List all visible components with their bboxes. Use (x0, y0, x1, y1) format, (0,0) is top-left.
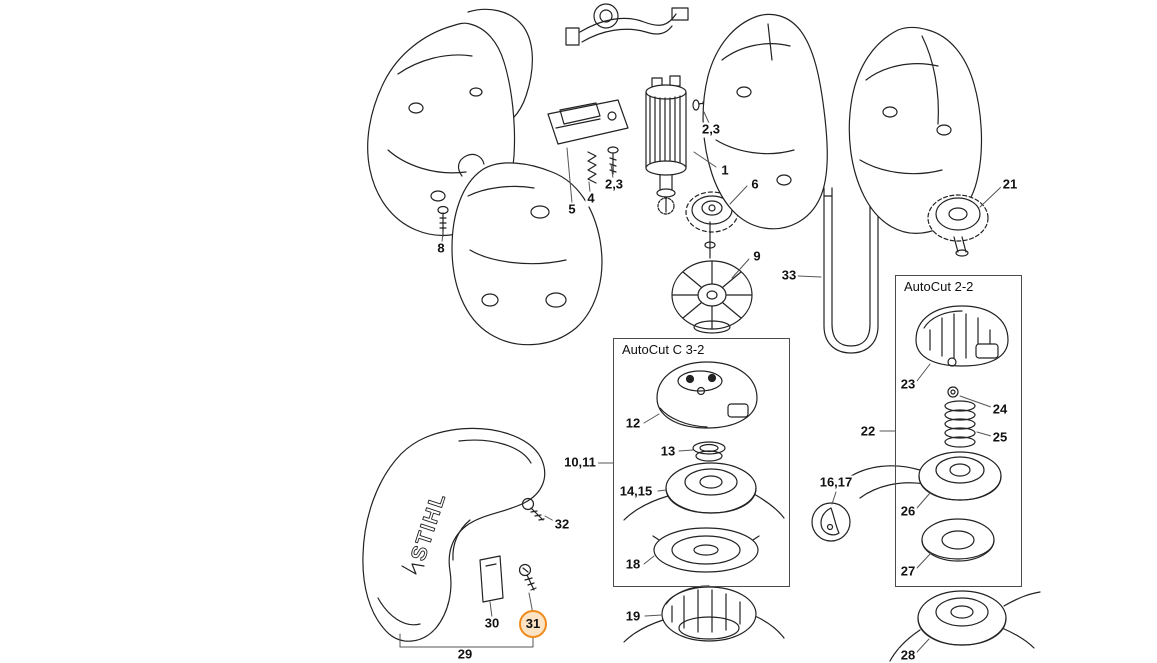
bracket-30-illustration (479, 555, 504, 603)
part-callout-23[interactable]: 23 (898, 376, 918, 393)
cover-18-illustration (652, 527, 760, 573)
mowing-head-19-illustration (623, 585, 785, 643)
wiring-harness-illustration (565, 3, 689, 46)
part-callout-6[interactable]: 6 (749, 176, 761, 193)
spool-27-illustration (921, 518, 995, 562)
spool-28-illustration (889, 590, 1041, 662)
mowing-head-cap-23-illustration (915, 305, 1009, 367)
part-callout-2-3[interactable]: 2,3 (602, 176, 626, 193)
spool-14-15-illustration (623, 462, 785, 521)
spring-4-illustration (587, 151, 597, 184)
part-callout-30[interactable]: 30 (482, 615, 502, 632)
part-callout-26[interactable]: 26 (898, 503, 918, 520)
part-callout-10-11[interactable]: 10,11 (562, 454, 598, 471)
part-callout-5[interactable]: 5 (566, 201, 578, 218)
part-callout-32[interactable]: 32 (552, 516, 572, 533)
part-callout-19[interactable]: 19 (623, 608, 643, 625)
screw-31-illustration (518, 563, 537, 591)
eyelet-24-illustration (947, 386, 959, 398)
part-callout-25[interactable]: 25 (990, 429, 1010, 446)
part-callout-22[interactable]: 22 (858, 423, 878, 440)
part-callout-14-15[interactable]: 14,15 (617, 483, 655, 500)
motor-housing-right-illustration (702, 13, 828, 230)
blade-16-17-illustration (811, 502, 851, 542)
screw-8-illustration (437, 205, 449, 237)
mowing-head-cap-12-illustration (656, 361, 758, 429)
part-callout-8[interactable]: 8 (435, 240, 447, 257)
part-callout-2-3[interactable]: 2,3 (699, 121, 723, 138)
part-callout-24[interactable]: 24 (990, 401, 1010, 418)
spring-25-illustration (944, 400, 976, 448)
part-callout-33[interactable]: 33 (779, 267, 799, 284)
part-callout-18[interactable]: 18 (623, 556, 643, 573)
part-callout-9[interactable]: 9 (751, 248, 763, 265)
spool-26-illustration (847, 451, 1002, 501)
part-callout-4[interactable]: 4 (585, 190, 597, 207)
part-callout-21[interactable]: 21 (1000, 176, 1020, 193)
part-callout-29[interactable]: 29 (455, 646, 475, 663)
electric-motor-illustration (645, 75, 687, 215)
fan-wheel-21-illustration (927, 194, 989, 257)
part-callout-1[interactable]: 1 (719, 162, 731, 179)
motor-housing-middle-illustration (451, 153, 603, 346)
deflector-guard-illustration: STIHL (362, 427, 546, 642)
part-callout-31[interactable]: 31 (519, 610, 547, 638)
loop-handle-illustration (823, 187, 879, 354)
screw-32-illustration (521, 497, 545, 521)
part-callout-16-17[interactable]: 16,17 (817, 474, 855, 491)
switch-module-illustration (547, 99, 629, 145)
screw-2-3-left-illustration (607, 146, 619, 175)
part-callout-27[interactable]: 27 (898, 563, 918, 580)
part-callout-12[interactable]: 12 (623, 415, 643, 432)
leader-lines (399, 111, 1002, 653)
part-callout-13[interactable]: 13 (658, 443, 678, 460)
washer-13-illustration (692, 441, 726, 462)
part-callout-28[interactable]: 28 (898, 647, 918, 663)
rotor-disc-illustration (671, 221, 753, 334)
